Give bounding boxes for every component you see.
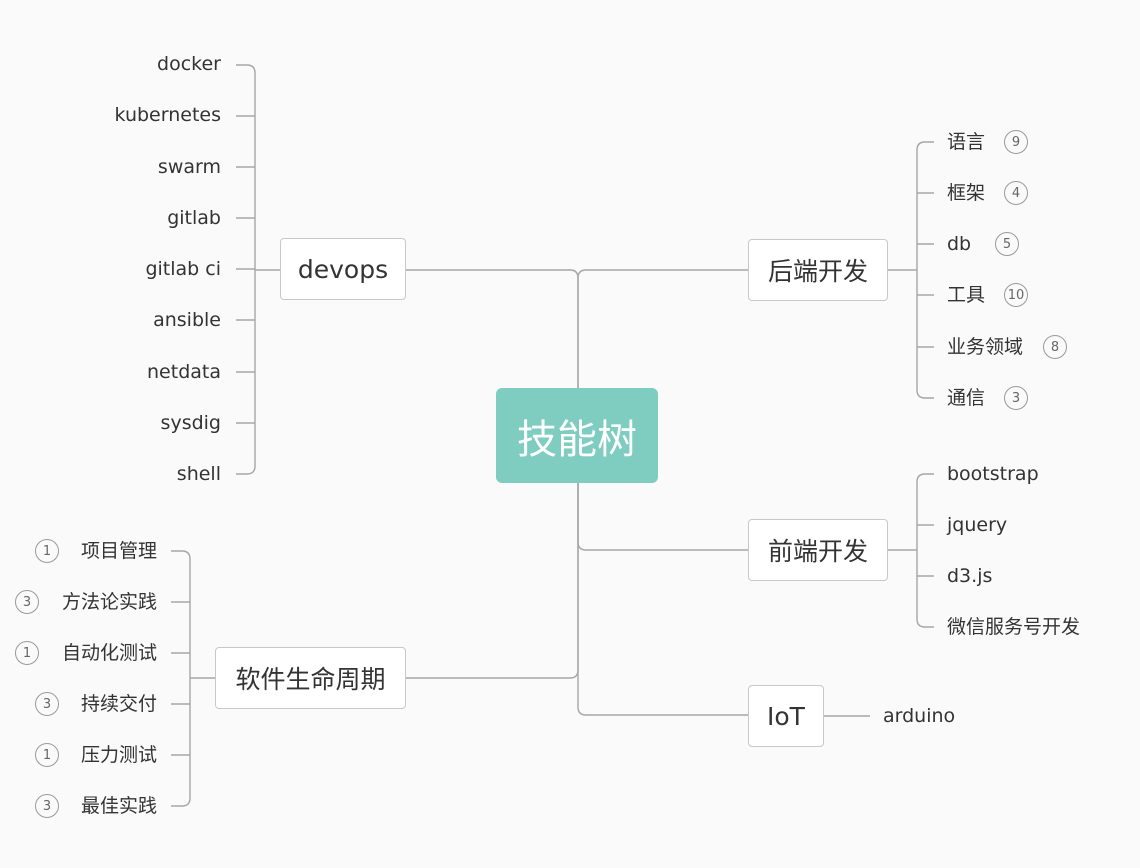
count-badge: 3 — [1004, 386, 1028, 410]
backend-item[interactable]: 框架 — [947, 182, 986, 204]
topic-backend-label: 后端开发 — [767, 257, 868, 286]
count-badge: 1 — [35, 743, 59, 767]
count-badge: 5 — [995, 232, 1019, 256]
backend-item[interactable]: 语言 — [947, 131, 986, 153]
count-badge: 9 — [1004, 130, 1028, 154]
count-badge: 3 — [35, 692, 59, 716]
link-backend-branch — [916, 389, 934, 399]
topic-frontend[interactable]: 前端开发 — [748, 519, 888, 581]
backend-item[interactable]: 通信 — [947, 387, 986, 409]
topic-iot-label: IoT — [767, 701, 805, 731]
link-lifecycle-branch — [171, 797, 191, 807]
devops-item[interactable]: swarm — [157, 156, 221, 178]
lifecycle-item[interactable]: 压力测试 — [80, 744, 157, 766]
frontend-item[interactable]: 微信服务号开发 — [947, 616, 1081, 638]
count-badge: 3 — [15, 590, 39, 614]
link-root-lifecycle — [406, 483, 579, 679]
lifecycle-item[interactable]: 自动化测试 — [61, 642, 157, 664]
link-root-iot — [577, 483, 748, 716]
devops-item[interactable]: gitlab — [167, 207, 221, 229]
lifecycle-item[interactable]: 最佳实践 — [80, 795, 157, 817]
frontend-item[interactable]: bootstrap — [947, 463, 1039, 485]
link-root-devops — [406, 269, 579, 388]
link-frontend-branch — [916, 618, 934, 628]
count-badge: 10 — [1004, 283, 1028, 307]
backend-item[interactable]: 工具 — [947, 284, 986, 306]
devops-item[interactable]: gitlab ci — [145, 258, 221, 280]
topic-backend[interactable]: 后端开发 — [748, 239, 888, 301]
devops-item[interactable]: kubernetes — [114, 104, 221, 126]
devops-item[interactable]: docker — [157, 53, 221, 75]
devops-item[interactable]: netdata — [147, 361, 221, 383]
iot-item[interactable]: arduino — [883, 705, 956, 727]
devops-item[interactable]: ansible — [153, 309, 221, 331]
topic-lifecycle[interactable]: 软件生命周期 — [215, 647, 406, 709]
frontend-item[interactable]: d3.js — [947, 565, 993, 587]
root-topic[interactable]: 技能树 — [496, 388, 658, 483]
topic-lifecycle-label: 软件生命周期 — [235, 665, 386, 694]
topic-devops-label: devops — [297, 254, 389, 284]
count-badge: 1 — [35, 539, 59, 563]
lifecycle-item[interactable]: 方法论实践 — [61, 591, 157, 613]
link-devops-branch — [236, 465, 256, 475]
count-badge: 4 — [1004, 181, 1028, 205]
backend-item[interactable]: 业务领域 — [947, 336, 1024, 358]
link-root-backend — [577, 269, 748, 388]
lifecycle-item[interactable]: 持续交付 — [80, 693, 157, 715]
count-badge: 8 — [1043, 335, 1067, 359]
devops-item[interactable]: sysdig — [160, 412, 221, 434]
link-devops-branch — [236, 64, 256, 74]
topic-frontend-label: 前端开发 — [767, 537, 868, 566]
count-badge: 1 — [15, 641, 39, 665]
count-badge: 3 — [35, 794, 59, 818]
link-lifecycle-branch — [171, 550, 191, 560]
lifecycle-item[interactable]: 项目管理 — [80, 540, 157, 562]
link-backend-branch — [916, 141, 934, 151]
link-root-frontend — [577, 483, 748, 551]
frontend-item[interactable]: jquery — [947, 514, 1008, 536]
root-topic-label: 技能树 — [517, 416, 637, 463]
link-frontend-branch — [916, 473, 934, 483]
devops-item[interactable]: shell — [176, 463, 221, 485]
topic-iot[interactable]: IoT — [748, 685, 824, 747]
topic-devops[interactable]: devops — [280, 238, 406, 300]
backend-item[interactable]: db — [947, 233, 972, 255]
